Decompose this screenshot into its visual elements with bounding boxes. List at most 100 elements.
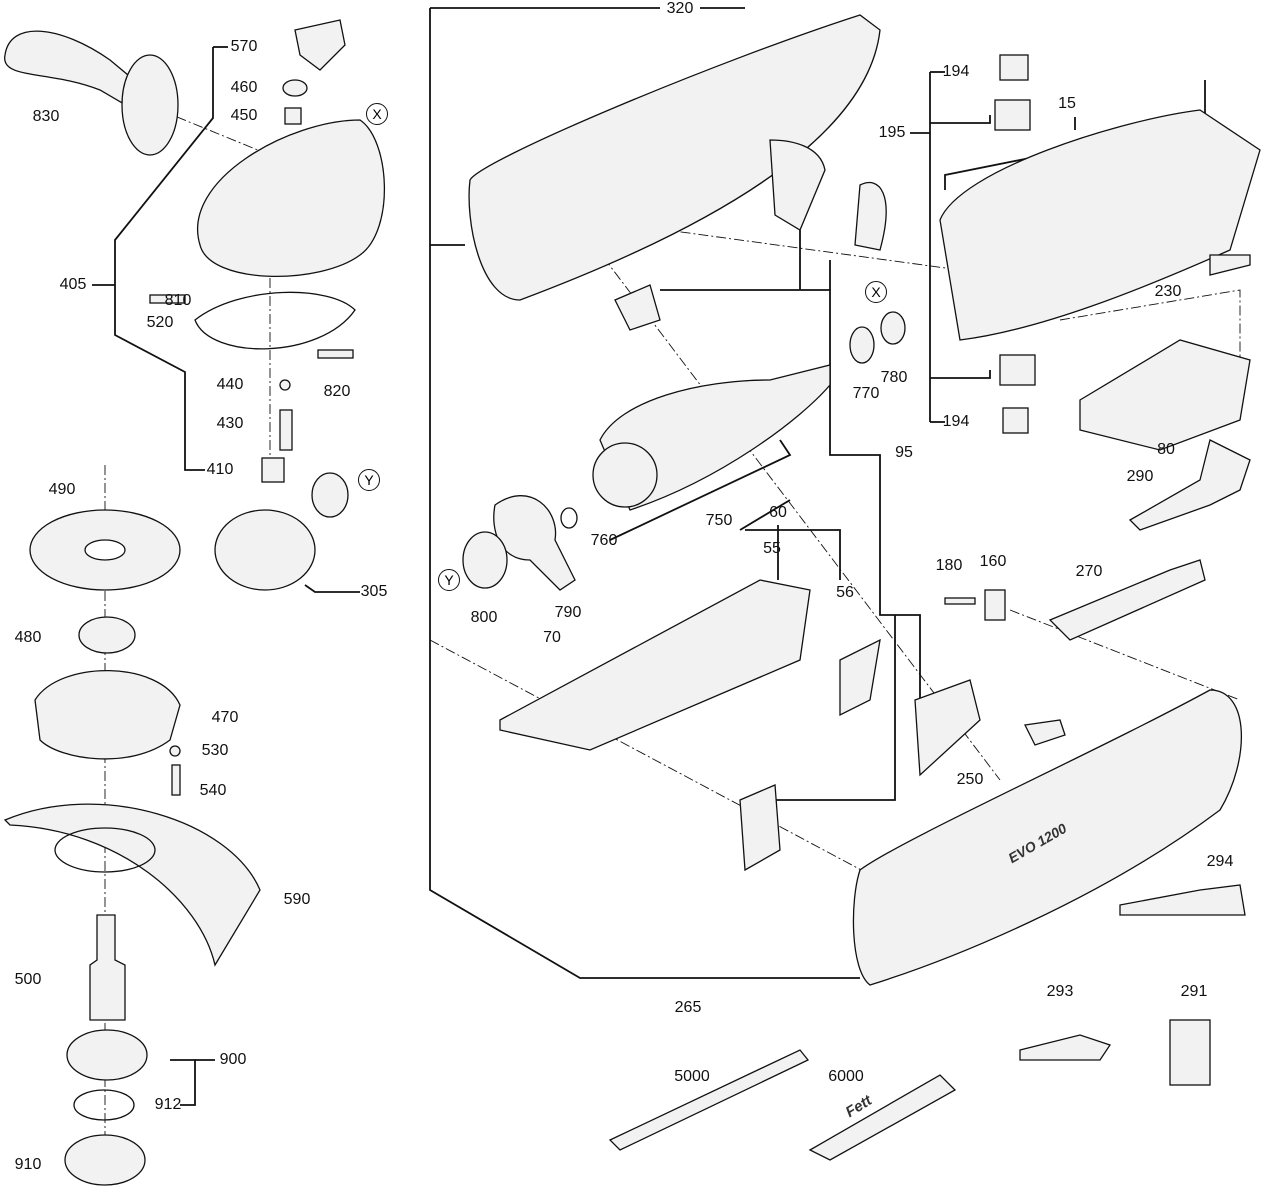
part-label: 15 [1058, 95, 1076, 112]
part-194-brush-bottom [1002, 407, 1029, 434]
part-label: 900 [219, 1051, 247, 1068]
part-cover-b [854, 181, 887, 251]
part-label: 480 [14, 629, 42, 646]
part-label: 194 [942, 63, 970, 80]
part-label: 760 [590, 532, 618, 549]
part-5000-wrench [608, 1049, 810, 1151]
part-570-lock-button [294, 19, 346, 71]
part-label: 590 [283, 891, 311, 908]
part-780-bearing [880, 311, 906, 345]
part-label: 180 [935, 557, 963, 574]
part-label: 910 [14, 1156, 42, 1173]
part-gear-pinion [311, 472, 349, 518]
part-800-bearing [462, 531, 508, 589]
part-label: 460 [230, 79, 258, 96]
part-label: 195 [878, 124, 906, 141]
part-label: 540 [199, 782, 227, 799]
ref-mark-y: Y [358, 469, 380, 491]
part-motor-housing-half [468, 14, 881, 301]
part-590-guard [3, 803, 261, 967]
part-760 [560, 507, 578, 529]
part-label: 520 [146, 314, 174, 331]
part-830-side-handle [4, 30, 179, 156]
part-label: 291 [1180, 983, 1208, 1000]
part-250-bracket [914, 679, 981, 777]
part-label: 450 [230, 107, 258, 124]
part-label: 6000 [828, 1068, 864, 1085]
part-label: 320 [666, 0, 694, 17]
part-label: 912 [154, 1096, 182, 1113]
part-brush-holder-top [994, 99, 1031, 131]
part-label: 800 [470, 609, 498, 626]
part-label: 80 [1157, 441, 1175, 458]
part-label: 410 [206, 461, 234, 478]
bracket-265 [429, 8, 860, 979]
part-label: 250 [956, 771, 984, 788]
part-540-screw [171, 764, 181, 796]
part-460 [282, 79, 308, 97]
part-790-baffle [493, 495, 576, 591]
part-470-bearing-flange [34, 669, 181, 760]
part-56-cover [839, 638, 881, 717]
part-910-nut [64, 1134, 146, 1186]
part-label: 810 [164, 292, 192, 309]
part-290-cable-guard [1128, 439, 1251, 531]
part-label: 5000 [674, 1068, 710, 1085]
part-label: 490 [48, 481, 76, 498]
part-60-handle-frame [499, 579, 811, 751]
part-194-brush-top [999, 54, 1029, 81]
part-side-cover [739, 784, 781, 872]
part-15-stator [939, 109, 1261, 341]
part-brush-holder-bottom [999, 354, 1036, 386]
part-label: 750 [705, 512, 733, 529]
part-265-motor-housing [852, 689, 1243, 986]
part-label: 430 [216, 415, 244, 432]
part-label: 405 [59, 276, 87, 293]
part-label: 270 [1075, 563, 1103, 580]
part-450-spring [284, 107, 302, 125]
part-label: 265 [674, 999, 702, 1016]
part-900-flange [66, 1029, 148, 1081]
part-label: 470 [211, 709, 239, 726]
part-label: 305 [360, 583, 388, 600]
part-530 [169, 745, 181, 757]
part-switch-button [1024, 719, 1066, 746]
part-520-gasket [194, 291, 356, 350]
part-label: 55 [763, 540, 781, 557]
part-label: 294 [1206, 853, 1234, 870]
part-291-plug [1169, 1019, 1211, 1086]
part-label: 160 [979, 553, 1007, 570]
ref-mark-y: Y [438, 569, 460, 591]
part-294-plug [1119, 884, 1246, 916]
part-label: 70 [543, 629, 561, 646]
part-label: 56 [836, 584, 854, 601]
part-160-clamp [984, 589, 1006, 621]
part-230 [1209, 254, 1251, 276]
part-270-cable-sleeve [1048, 559, 1206, 641]
part-480-bearing [78, 616, 136, 654]
part-label: 530 [201, 742, 229, 759]
part-label: 194 [942, 413, 970, 430]
part-label: 290 [1126, 468, 1154, 485]
bracket-405 [114, 47, 214, 471]
part-label: 293 [1046, 983, 1074, 1000]
part-label: 830 [32, 108, 60, 125]
part-293-plug [1019, 1034, 1112, 1061]
part-6000-grease-tube [808, 1074, 957, 1161]
ref-mark-x: X [865, 281, 887, 303]
part-cover-a [769, 139, 826, 231]
part-label: 500 [14, 971, 42, 988]
part-770-bearing [849, 326, 875, 364]
part-405-gear-housing [197, 119, 386, 278]
part-label: 440 [216, 376, 244, 393]
part-305-bevel-gear [214, 509, 316, 591]
part-label: 60 [769, 504, 787, 521]
part-label: 230 [1154, 283, 1182, 300]
part-820-screw [317, 349, 354, 359]
part-label: 95 [895, 444, 913, 461]
part-410 [261, 457, 285, 483]
part-500-spindle [89, 914, 126, 1021]
part-label: 770 [852, 385, 880, 402]
